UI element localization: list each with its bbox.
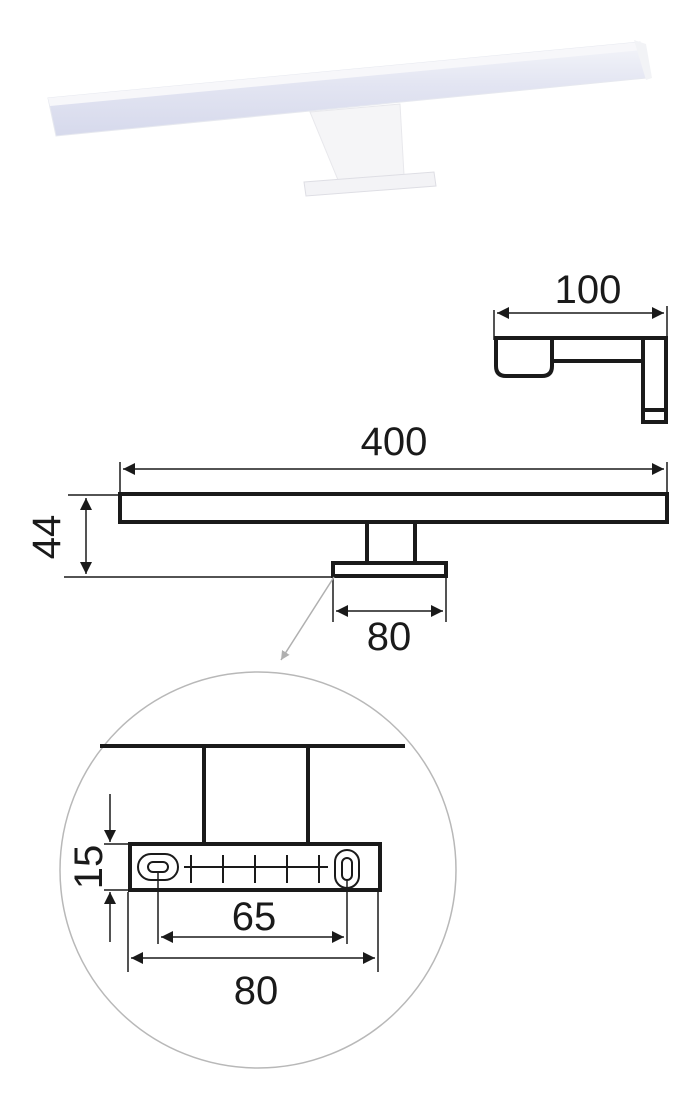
leader-arrow bbox=[280, 576, 335, 661]
hole-spacing-label: 65 bbox=[232, 895, 277, 939]
front-view bbox=[64, 462, 669, 622]
bracket-width-label: 80 bbox=[367, 615, 412, 659]
height-label: 44 bbox=[25, 515, 69, 560]
detail-height-label: 15 bbox=[67, 845, 111, 890]
detail-view bbox=[59, 671, 457, 1069]
product-photo bbox=[47, 40, 652, 197]
side-view bbox=[493, 306, 668, 424]
side-width-label: 100 bbox=[555, 268, 622, 312]
length-label: 400 bbox=[361, 420, 428, 464]
plate-width-label: 80 bbox=[234, 969, 279, 1013]
